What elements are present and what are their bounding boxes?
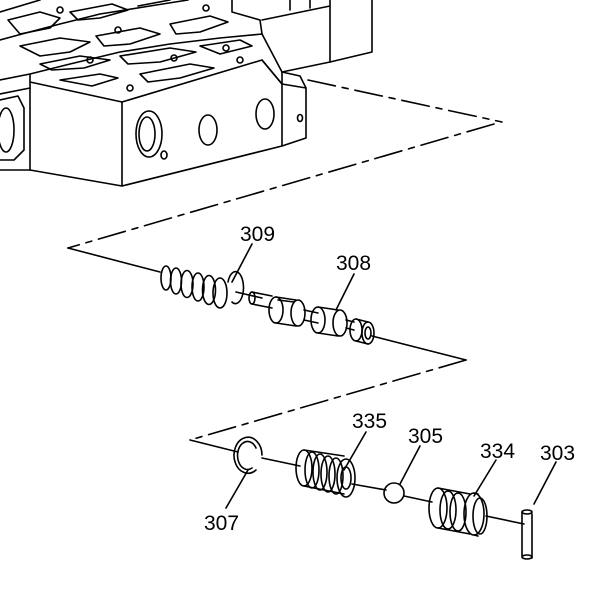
part-334-valve-plug [428,487,488,537]
assembly-axis-lines [67,79,525,525]
part-335-bore-plug [295,449,356,498]
part-305-ball [383,482,405,504]
part-307-retainer-ring [233,436,263,475]
callout-labels: 309 308 335 305 334 303 307 [204,223,575,535]
callout-309: 309 [240,223,275,246]
callout-308: 308 [336,252,371,275]
part-309-spring [160,265,245,309]
callout-334: 334 [480,440,515,463]
callout-303: 303 [540,442,575,465]
callout-leaders [225,243,557,509]
callout-307: 307 [204,512,239,535]
callout-305: 305 [408,425,443,448]
valve-body-casting [0,0,373,187]
part-303-pin [521,509,533,560]
part-308-valve [248,291,375,345]
callout-335: 335 [352,410,387,433]
